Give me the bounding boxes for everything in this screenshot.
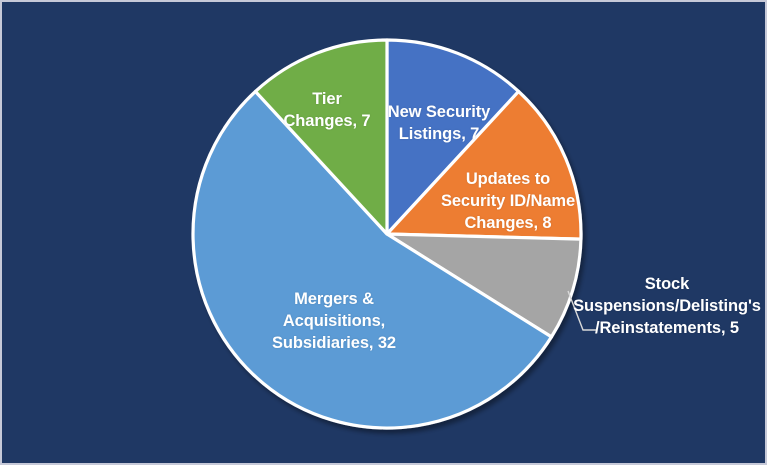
pie-slice-updates-security-id-name-changes[interactable]	[385, 89, 583, 241]
pie-slice-new-security-listings[interactable]	[385, 38, 521, 236]
leader-line-group	[567, 290, 596, 331]
pie-slice-tier-changes[interactable]	[253, 38, 389, 236]
pie-slice-stock-suspensions-delistings-reinstatements[interactable]	[385, 232, 583, 339]
pie-slices-group	[191, 38, 583, 430]
pie-slice-mergers-acquisitions-subsidiaries[interactable]	[191, 89, 554, 430]
leader-line-stock-suspensions	[567, 290, 596, 331]
